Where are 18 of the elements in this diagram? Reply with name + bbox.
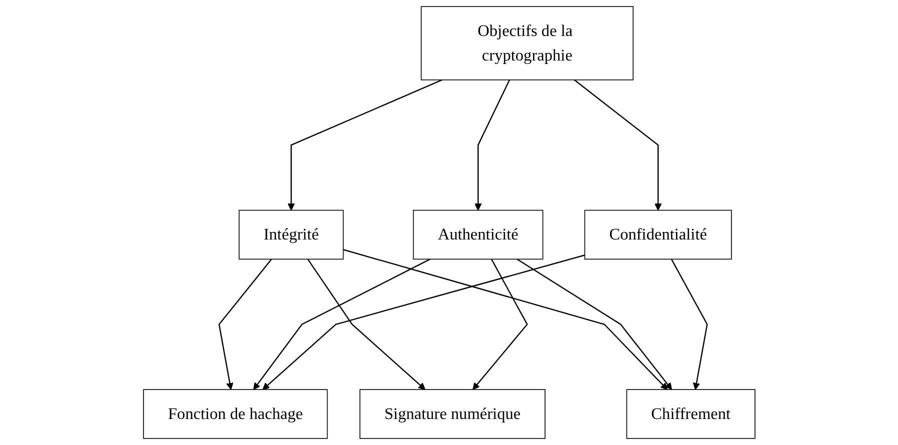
arrow	[472, 258, 528, 390]
arrow	[342, 249, 668, 390]
arrow	[574, 79, 662, 211]
node-box: Authenticité	[412, 210, 543, 260]
arrow	[218, 258, 272, 390]
arrow	[474, 80, 510, 211]
node-box: Fonction de hachage	[142, 389, 328, 439]
arrow	[252, 258, 430, 390]
node-box: Confidentialité	[584, 210, 732, 260]
node-box: Chiffrement	[626, 389, 756, 439]
node-box: Intégrité	[238, 210, 344, 260]
arrow	[287, 79, 442, 211]
node-box: Signature numérique	[359, 389, 546, 439]
arrow	[516, 258, 672, 390]
arrow	[262, 254, 585, 390]
node-box: Objectifs de la cryptographie	[420, 6, 634, 80]
arrow	[307, 258, 426, 390]
arrow	[670, 258, 708, 390]
